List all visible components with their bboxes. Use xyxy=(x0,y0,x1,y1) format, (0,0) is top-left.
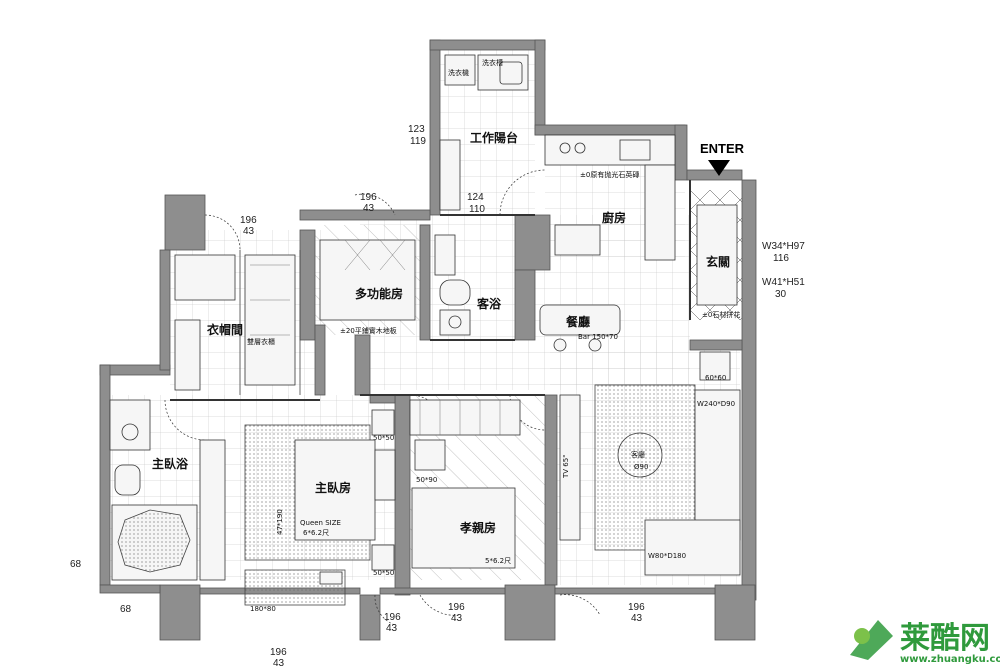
note-coffee-size: Ø90 xyxy=(634,463,648,471)
note-side: 60*60 xyxy=(705,374,726,382)
dim-left-side: 68 xyxy=(70,559,82,570)
note-night2: 50*50 xyxy=(373,569,394,577)
note-desk: 50*90 xyxy=(416,476,437,484)
walls xyxy=(99,39,757,641)
dim-balcony-left-a: 123 xyxy=(408,124,425,135)
dim-right-top-b: 116 xyxy=(773,253,789,264)
dim-balcony-bottom-a: 124 xyxy=(467,192,484,203)
entrance-label: ENTER xyxy=(700,141,745,156)
note-washer: 洗衣機 xyxy=(448,68,469,77)
dimension-labels: 123 119 124 110 196 43 196 43 W34*H97 11… xyxy=(70,124,805,668)
note-tv: TV 65" xyxy=(562,455,570,479)
dim-multi-top-a: 196 xyxy=(360,192,377,203)
watermark-url: www.zhuangku.com xyxy=(900,654,1000,665)
dim-bottom-mid2-b: 43 xyxy=(386,623,398,634)
note-sofa1: W240*D90 xyxy=(697,400,735,408)
dim-right-bot-b: 30 xyxy=(775,289,787,300)
note-sofa2: W80*D180 xyxy=(648,552,686,560)
dim-bottom-left-a: 196 xyxy=(270,647,287,658)
dim-closet-top-b: 43 xyxy=(243,226,255,237)
room-closet: 衣帽間 xyxy=(207,322,243,337)
note-queen: Queen SIZE xyxy=(300,519,341,527)
dim-bottom-mid-a: 196 xyxy=(448,602,465,613)
note-vanity: 180*80 xyxy=(250,605,276,613)
dim-right-top-a: W34*H97 xyxy=(762,241,805,252)
furniture xyxy=(109,54,741,606)
dim-bottom-mid2-a: 196 xyxy=(384,612,401,623)
watermark: 莱酷网 www.zhuangku.com xyxy=(850,620,1000,665)
dim-right-bot-a: W41*H51 xyxy=(762,277,805,288)
room-parent: 孝親房 xyxy=(459,520,496,535)
room-master-bedroom: 主臥房 xyxy=(315,480,351,495)
room-foyer: 玄關 xyxy=(706,254,730,269)
dim-bottom-left-b: 43 xyxy=(273,658,285,668)
leaf-logo-icon xyxy=(850,620,893,660)
dim-closet-top-a: 196 xyxy=(240,215,257,226)
room-labels: 工作陽台 廚房 玄關 多功能房 客浴 衣帽間 餐廳 主臥浴 主臥房 孝親房 xyxy=(152,130,730,535)
entrance-arrow-icon xyxy=(708,160,730,176)
dim-bottom-right-a: 196 xyxy=(628,602,645,613)
note-night1: 50*50 xyxy=(373,434,394,442)
note-closet: 雙層衣櫃 xyxy=(247,337,275,346)
dim-bottom-mid-b: 43 xyxy=(451,613,463,624)
note-bar: Bar 150*70 xyxy=(578,333,618,341)
dim-left-side2: 68 xyxy=(120,604,132,615)
note-foyer-floor: ±0石材拼花 xyxy=(702,310,740,319)
note-sink: 洗衣槽 xyxy=(482,58,503,67)
watermark-name: 莱酷网 xyxy=(900,621,990,656)
logo-dot-icon xyxy=(854,628,870,644)
room-dining: 餐廳 xyxy=(566,314,590,329)
note-wardrobe: 47*190 xyxy=(276,509,284,535)
room-work-balcony: 工作陽台 xyxy=(470,130,518,145)
room-master-bath: 主臥浴 xyxy=(152,456,189,471)
room-multi: 多功能房 xyxy=(355,286,403,301)
dim-balcony-left-b: 119 xyxy=(410,136,426,147)
note-master-size: 6*6.2尺 xyxy=(303,529,329,537)
dim-multi-top-b: 43 xyxy=(363,203,375,214)
dim-balcony-bottom-b: 110 xyxy=(469,204,485,215)
note-parent-size: 5*6.2尺 xyxy=(485,557,511,565)
partitions xyxy=(170,180,691,401)
dim-bottom-right-b: 43 xyxy=(631,613,643,624)
note-multi-floor: ±20平鋪實木地板 xyxy=(340,326,397,335)
note-kitchen-floor: ±0原有抛光石英磚 xyxy=(580,170,639,179)
room-kitchen: 廚房 xyxy=(602,210,626,225)
notes: ±0原有抛光石英磚 ±20平鋪實木地板 ±0石材拼花 Bar 150*70 雙層… xyxy=(247,58,740,613)
note-coffee: 客廳 xyxy=(631,450,645,459)
room-guest-bath: 客浴 xyxy=(476,296,502,311)
